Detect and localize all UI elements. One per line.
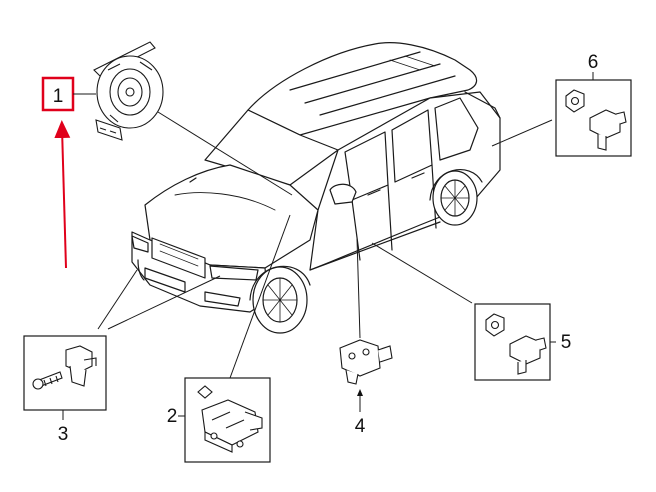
highlight-arrow	[54, 120, 71, 269]
part-6-box	[555, 79, 632, 157]
impact-sensor-with-nut-icon	[485, 313, 547, 375]
control-module-icon	[197, 385, 263, 453]
callout-5: 5	[561, 332, 572, 353]
clockspring-icon	[93, 41, 164, 141]
side-impact-sensor-icon	[339, 339, 393, 385]
callout-2: 2	[167, 406, 178, 427]
callout-6: 6	[588, 52, 599, 73]
impact-sensor-with-nut-icon	[565, 89, 627, 151]
part-2-box	[184, 377, 271, 463]
leader-lines	[97, 111, 553, 379]
impact-sensor-with-bolt-icon	[32, 345, 97, 390]
callout-4: 4	[355, 416, 366, 437]
callout-3: 3	[58, 424, 69, 445]
callout-1: 1	[53, 86, 64, 107]
vehicle-illustration	[131, 42, 501, 334]
part-5-box	[474, 303, 551, 381]
part-3-box	[23, 335, 107, 411]
